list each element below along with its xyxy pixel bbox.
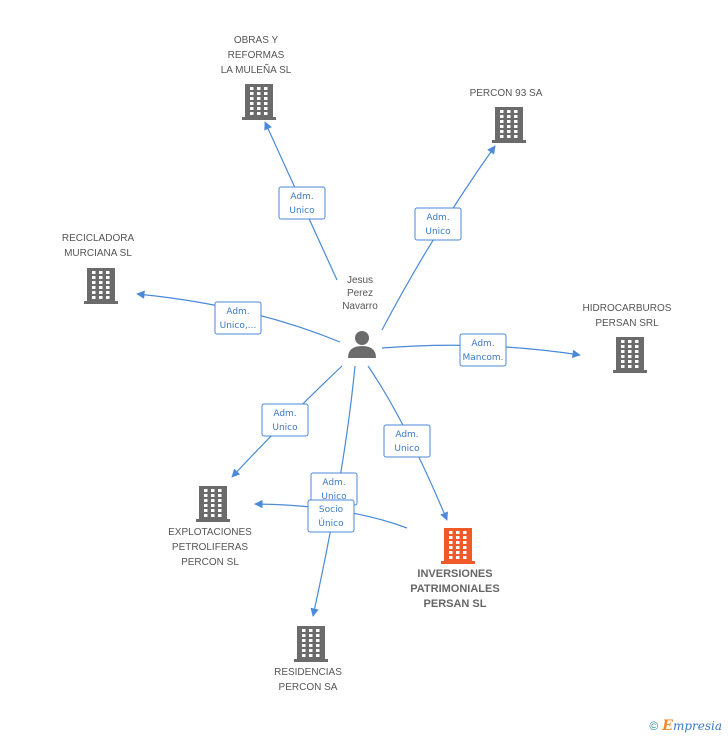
edge-tag-reci[interactable]: Adm. Unico,... [214, 301, 262, 335]
brand-name: mpresia [672, 719, 722, 733]
edge-tag-line: Adm. [471, 339, 494, 349]
company-name-line: INVERSIONES [417, 568, 492, 580]
building-icon [613, 337, 647, 373]
building-icon [242, 84, 276, 120]
building-icon [492, 107, 526, 143]
edge-tag-line: Adm. [290, 192, 313, 202]
edge-tag-line: Adm. [226, 307, 249, 317]
edge-tag-percon93[interactable]: Adm. Unico [414, 207, 462, 241]
building-icon [441, 528, 475, 564]
edge-tag-line: Unico [289, 206, 315, 216]
person-icon [348, 331, 376, 358]
edge-tag-line: Unico [425, 227, 451, 237]
company-node-reci[interactable]: RECICLADORA MURCIANA SL [62, 233, 135, 304]
building-icon [196, 486, 230, 522]
person-name-line: Navarro [342, 301, 378, 312]
edge-tag-line: Adm. [395, 430, 418, 440]
edge-tag-line: Socio [319, 505, 344, 515]
person-name-line: Perez [347, 288, 373, 299]
company-name-line: MURCIANA SL [64, 248, 132, 259]
company-name-line: PERSAN SRL [595, 318, 659, 329]
company-name-line: PERCON SL [181, 557, 239, 568]
building-icon [84, 268, 118, 304]
company-node-percon93[interactable]: PERCON 93 SA [470, 88, 543, 143]
edge-tag-line: Unico,... [220, 321, 257, 331]
edge-tag-line: Unico [272, 423, 298, 433]
edge-tag-line: Único [318, 517, 344, 529]
edge-tag-hidro[interactable]: Adm. Mancom. [459, 333, 507, 367]
edge-tag-obras[interactable]: Adm. Unico [278, 186, 326, 220]
company-node-explo[interactable]: EXPLOTACIONES PETROLIFERAS PERCON SL [168, 486, 252, 568]
company-name-line: EXPLOTACIONES [168, 527, 252, 538]
person-name-line: Jesus [347, 275, 373, 286]
company-name-line: PERSAN SL [424, 598, 487, 610]
copyright-symbol: © [649, 719, 659, 733]
company-name-line: HIDROCARBUROS [583, 303, 672, 314]
brand-initial: E [662, 718, 673, 734]
company-name-line: OBRAS Y [234, 35, 279, 46]
company-name-line: RESIDENCIAS [274, 667, 342, 678]
brand-logo[interactable]: Empresia [662, 718, 722, 734]
edge-tag-line: Unico [394, 444, 420, 454]
company-node-hidro[interactable]: HIDROCARBUROS PERSAN SRL [583, 303, 672, 373]
company-node-obras[interactable]: OBRAS Y REFORMAS LA MULEÑA SL [221, 35, 292, 120]
edge-tag-line: Adm. [273, 409, 296, 419]
copyright-footer: ©Empresia [649, 718, 722, 734]
edge-tag-explo[interactable]: Adm. Unico [261, 403, 309, 437]
company-name-line: PATRIMONIALES [410, 583, 499, 595]
company-name-line: PERCON 93 SA [470, 88, 543, 99]
building-icon [294, 626, 328, 662]
edge-tag-line: Unico [321, 492, 347, 502]
company-name-line: PETROLIFERAS [172, 542, 248, 553]
company-name-line: LA MULEÑA SL [221, 63, 292, 76]
company-name-line: REFORMAS [228, 50, 285, 61]
company-name-line: PERCON SA [279, 682, 338, 693]
company-node-inver[interactable]: INVERSIONES PATRIMONIALES PERSAN SL [410, 528, 500, 610]
edge-tag-inver[interactable]: Adm. Unico [383, 424, 431, 458]
edge-tag-line: Adm. [322, 478, 345, 488]
company-name-line: RECICLADORA [62, 233, 135, 244]
edge-tag-line: Mancom. [462, 353, 503, 363]
edge-tag-line: Adm. [426, 213, 449, 223]
company-node-resid[interactable]: RESIDENCIAS PERCON SA [274, 626, 342, 693]
